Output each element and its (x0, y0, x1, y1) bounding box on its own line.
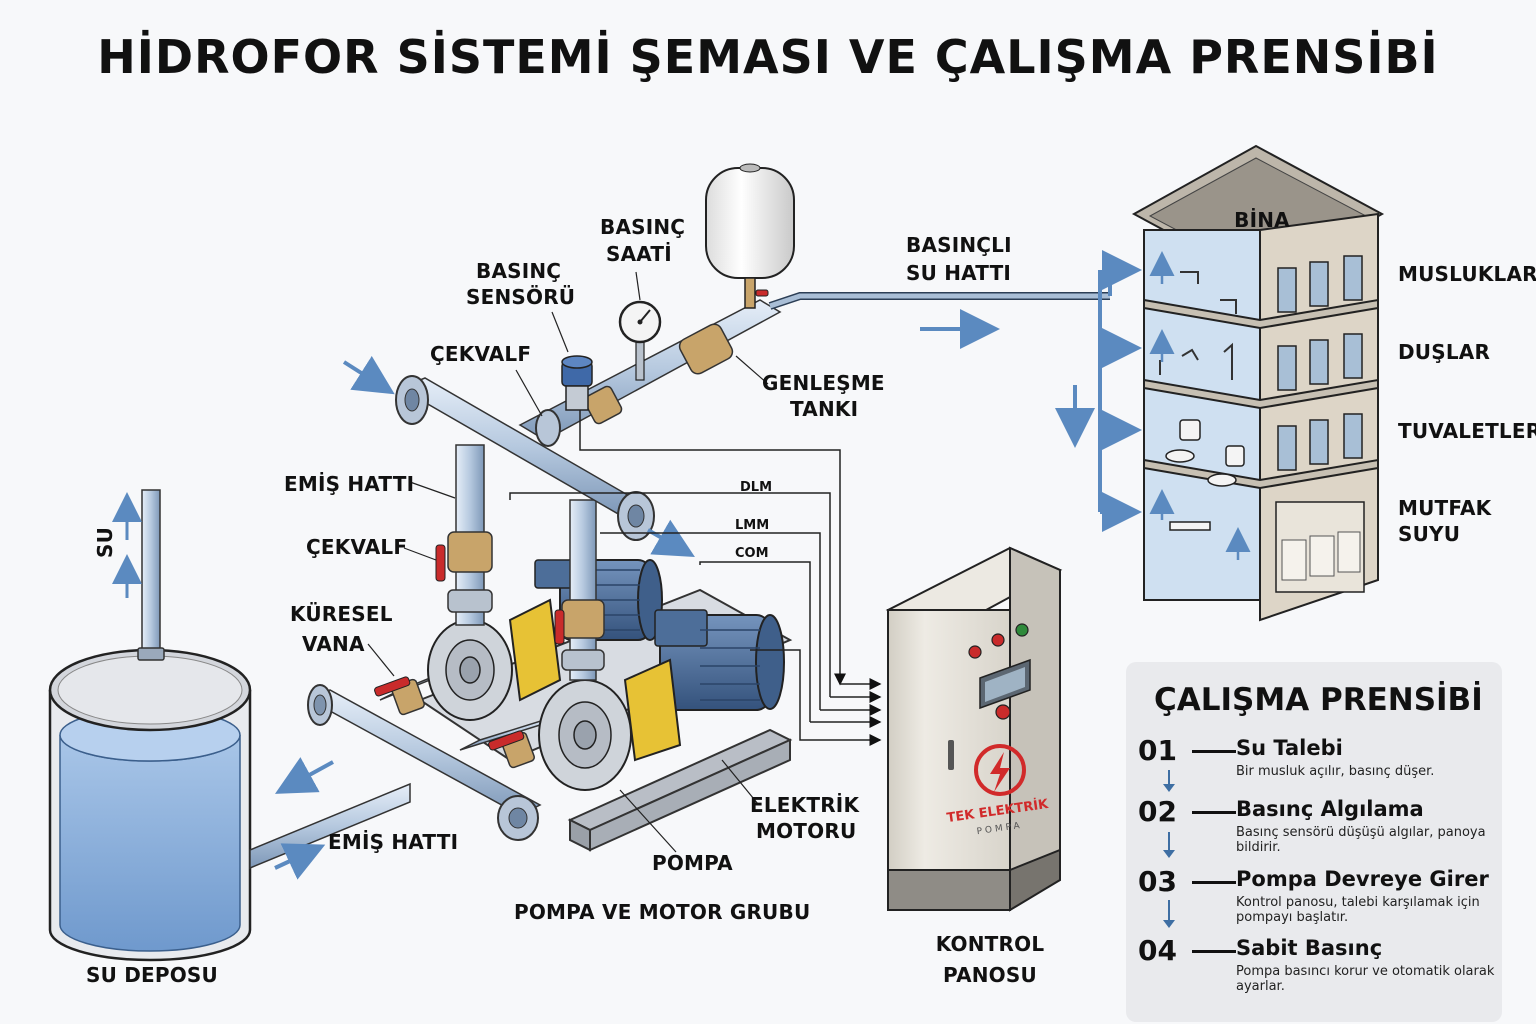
basinc-saati-label-1: BASINÇ (600, 215, 685, 239)
cekvalf-top-label: ÇEKVALF (430, 342, 531, 366)
working-principle-card: ÇALIŞMA PRENSİBİ 01 Su Talebi Bir musluk… (1126, 662, 1502, 1022)
kuresel-vana-label-1: KÜRESEL (290, 602, 393, 626)
tuvaletler-label: TUVALETLER (1398, 419, 1536, 443)
elektrik-motoru-label-2: MOTORU (756, 819, 856, 843)
step-description: Bir musluk açılır, basınç düşer. (1236, 764, 1435, 779)
control-panel (885, 546, 1063, 912)
step-title: Sabit Basınç (1236, 936, 1383, 960)
step-description: Kontrol panosu, talebi karşılamak için p… (1236, 895, 1480, 925)
step-title: Su Talebi (1236, 736, 1343, 760)
emis-hatti-bottom-label: EMİŞ HATTI (328, 830, 458, 854)
step-title: Basınç Algılama (1236, 797, 1424, 821)
duslar-label: DUŞLAR (1398, 340, 1490, 364)
emis-hatti-top-label: EMİŞ HATTI (284, 472, 414, 496)
elektrik-motoru-label-1: ELEKTRİK (750, 793, 860, 817)
discharge-risers (435, 444, 605, 681)
step-description: Basınç sensörü düşüşü algılar, panoya bi… (1236, 825, 1486, 855)
step-number: 03 (1138, 865, 1177, 898)
genlesme-tanki-label-1: GENLEŞME (762, 371, 885, 395)
basinc-sensoru-label-1: BASINÇ (476, 259, 561, 283)
principle-heading: ÇALIŞMA PRENSİBİ (1154, 682, 1483, 718)
step-number: 01 (1138, 734, 1177, 767)
suction-header (307, 669, 561, 841)
mutfak-suyu-label-2: SUYU (1398, 522, 1460, 546)
water-tank (48, 489, 252, 962)
genlesme-tanki-label-2: TANKI (790, 397, 858, 421)
pump-2 (538, 609, 785, 791)
su-label: SU (93, 527, 117, 558)
step-number: 04 (1138, 934, 1177, 967)
pompa-motor-grubu-label: POMPA VE MOTOR GRUBU (514, 900, 810, 924)
basinc-sensoru-label-2: SENSÖRÜ (466, 285, 575, 309)
step-dash (1192, 750, 1236, 753)
lmm-label: LMM (735, 518, 769, 533)
expansion-tank (705, 163, 795, 309)
building (1131, 144, 1385, 622)
signal-wires (509, 410, 882, 746)
step-arrow-icon (1163, 900, 1175, 928)
dlm-label: DLM (740, 480, 772, 495)
basinc-saati-label-2: SAATİ (606, 242, 672, 266)
step-dash (1192, 811, 1236, 814)
bina-label: BİNA (1234, 208, 1290, 232)
step-number: 02 (1138, 795, 1177, 828)
pompa-label: POMPA (652, 851, 733, 875)
step-dash (1192, 950, 1236, 953)
kontrol-panosu-label-1: KONTROL (936, 932, 1045, 956)
kuresel-vana-label-2: VANA (302, 632, 365, 656)
basincli-su-hatti-label-2: SU HATTI (906, 261, 1011, 285)
page-title: HİDROFOR SİSTEMİ ŞEMASI VE ÇALIŞMA PRENS… (97, 30, 1439, 84)
building-supply-manifold (1055, 250, 1142, 532)
mutfak-suyu-label-1: MUTFAK (1398, 496, 1493, 520)
step-title: Pompa Devreye Girer (1236, 867, 1489, 891)
com-label: COM (735, 546, 769, 561)
pressure-sensor (561, 355, 593, 411)
step-dash (1192, 881, 1236, 884)
musluklar-label: MUSLUKLAR (1398, 262, 1536, 286)
leader-lines (367, 271, 769, 853)
suction-pipe (249, 757, 411, 880)
step-arrow-icon (1163, 832, 1175, 858)
basincli-su-hatti-label-1: BASINÇLI (906, 233, 1012, 257)
su-deposu-label: SU DEPOSU (86, 963, 218, 987)
cekvalf-left-label: ÇEKVALF (306, 535, 407, 559)
step-description: Pompa basıncı korur ve otomatik olarak a… (1236, 964, 1495, 994)
step-arrow-icon (1163, 770, 1175, 792)
pressure-gauge (618, 300, 662, 381)
kontrol-panosu-label-2: PANOSU (943, 963, 1037, 987)
